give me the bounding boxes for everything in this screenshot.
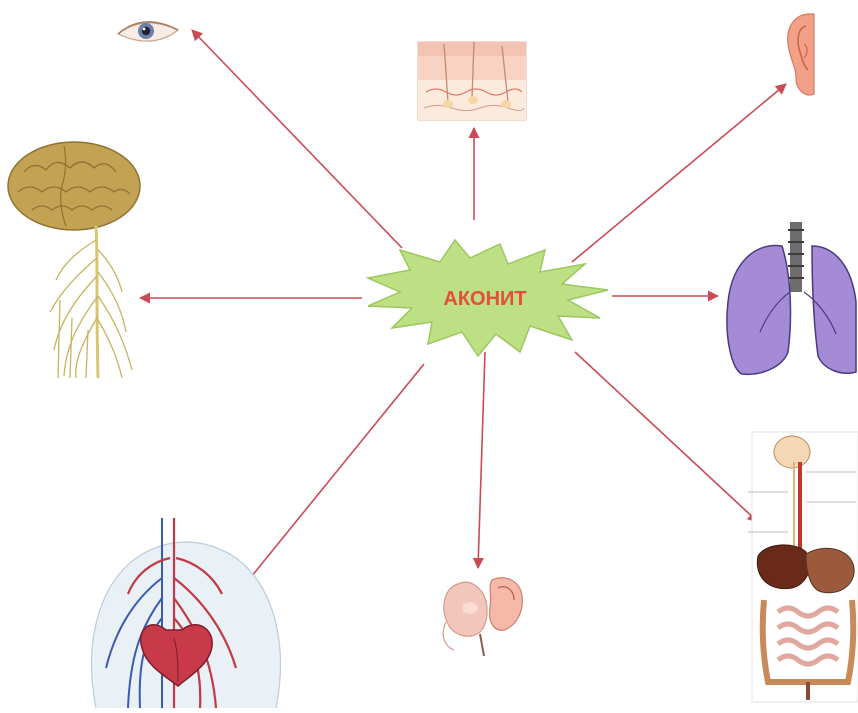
skin-icon — [418, 42, 526, 120]
arrow-to-digestive-system — [575, 352, 758, 522]
arrow-to-ear — [572, 84, 786, 262]
brain-nervous-system-icon — [8, 142, 140, 378]
center-burst: АКОНИТ — [368, 240, 608, 356]
eye-icon — [118, 22, 178, 41]
arrow-to-reproductive-organs — [478, 352, 485, 568]
reproductive-organs-icon — [443, 578, 522, 656]
arrow-to-eye — [192, 30, 402, 248]
heart-circulatory-icon — [92, 518, 281, 708]
lungs-icon — [727, 222, 856, 374]
ear-icon — [788, 14, 814, 95]
center-label: АКОНИТ — [443, 288, 526, 310]
digestive-system-icon — [748, 432, 858, 702]
